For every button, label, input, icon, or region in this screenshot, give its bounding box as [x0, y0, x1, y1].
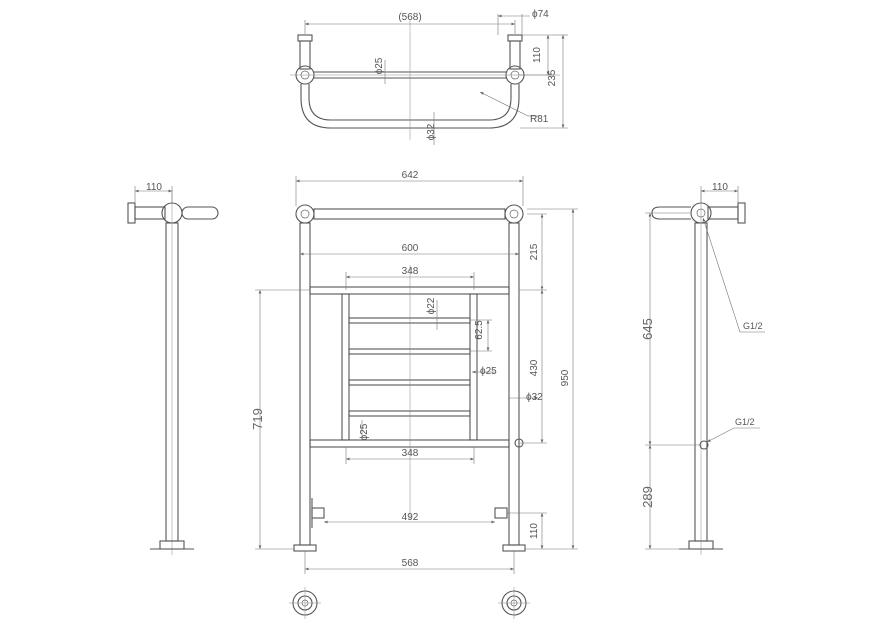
left-depth-label: 110	[146, 182, 162, 193]
leg-dia-32: ϕ32	[526, 392, 543, 403]
top-view: (568) ϕ74 ϕ25 110 235 R81 ϕ32	[290, 9, 568, 145]
valve-spacing-492: 492	[402, 512, 419, 523]
rail-span-430: 430	[529, 359, 540, 376]
upper-height-645: 645	[640, 318, 655, 340]
depth-total-label: 235	[547, 69, 558, 86]
bottom-flanges	[289, 587, 530, 619]
front-view: 642 600 348 348 ϕ22 62.5 ϕ25 ϕ25 ϕ32	[250, 170, 578, 574]
overall-height-950: 950	[560, 369, 571, 386]
thread-lower-label: G1/2	[735, 417, 755, 427]
bend-radius-label: R81	[530, 114, 549, 125]
rail-offset-215: 215	[529, 243, 540, 260]
thread-upper-label: G1/2	[743, 321, 763, 331]
right-depth-label: 110	[712, 182, 728, 193]
tube-dia-label: ϕ32	[426, 123, 437, 140]
rail-height-719: 719	[250, 408, 265, 430]
bar-dia-label: ϕ25	[374, 57, 385, 74]
ladder-width-bottom: 348	[402, 448, 419, 459]
inner-width-600: 600	[402, 243, 419, 254]
ladder-width-top: 348	[402, 266, 419, 277]
left-view: 110	[127, 182, 219, 555]
depth-short-label: 110	[532, 47, 543, 63]
top-width-label: (568)	[398, 12, 421, 23]
base-height-110: 110	[529, 523, 540, 539]
right-view: 110 645 289 G1/2 G1/2	[640, 182, 765, 555]
bar-dia-22: ϕ22	[426, 297, 437, 314]
base-width-568: 568	[402, 558, 419, 569]
lower-height-289: 289	[640, 486, 655, 508]
bar-spacing-625: 62.5	[474, 320, 485, 340]
bar-dia-25-low: ϕ25	[359, 423, 370, 440]
top-width-642: 642	[402, 170, 419, 181]
bar-dia-25-mid: ϕ25	[480, 366, 497, 377]
flange-dia-label: ϕ74	[532, 9, 549, 20]
